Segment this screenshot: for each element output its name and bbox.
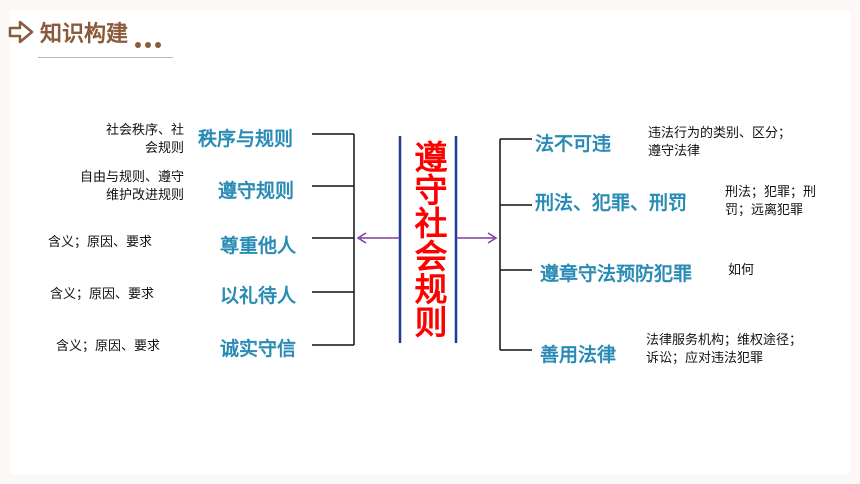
right-desc-2: 刑法；犯罪；刑 罚；远离犯罪: [725, 184, 835, 220]
left-desc-1: 社会秩序、社 会规则: [72, 122, 184, 158]
left-node-2: 遵守规则: [218, 180, 295, 202]
left-desc-4-line-1: 含义；原因、要求: [50, 287, 155, 302]
left-desc-3-line-1: 含义；原因、要求: [48, 235, 153, 250]
left-desc-5: 含义；原因、要求: [56, 338, 160, 356]
left-desc-2-line-1: 自由与规则、遵守: [79, 170, 184, 185]
right-desc-4-line-1: 法律服务机构；维权途径；: [646, 333, 803, 348]
left-node-5: 诚实守信: [220, 338, 297, 360]
left-node-4: 以礼待人: [220, 285, 297, 307]
center-topic: 遵守社会规则: [402, 140, 454, 338]
right-desc-2-line-1: 刑法；犯罪；刑: [725, 185, 817, 200]
right-desc-3: 如何: [728, 262, 754, 280]
section-header: 知识构建: [0, 14, 200, 58]
left-node-3: 尊重他人: [220, 235, 297, 257]
left-node-1: 秩序与规则: [198, 128, 294, 150]
left-desc-1-line-2: 会规则: [144, 141, 184, 156]
left-desc-4: 含义；原因、要求: [50, 286, 154, 304]
section-title: 知识构建: [40, 22, 129, 47]
left-desc-2-line-2: 维护改进规则: [105, 188, 184, 203]
right-desc-1: 违法行为的类别、区分； 遵守法律: [648, 125, 791, 161]
right-node-4: 善用法律: [540, 344, 617, 366]
left-desc-5-line-1: 含义；原因、要求: [56, 339, 161, 354]
right-desc-1-line-1: 违法行为的类别、区分；: [648, 126, 792, 141]
decorative-dots: [135, 42, 161, 48]
title-underline: [38, 57, 173, 58]
right-desc-4-line-2: 诉讼；应对违法犯罪: [646, 351, 764, 366]
right-desc-3-line-1: 如何: [728, 263, 755, 278]
right-node-3: 遵章守法预防犯罪: [540, 263, 693, 285]
right-desc-2-line-2: 罚；远离犯罪: [725, 203, 804, 218]
arrow-right-icon: [8, 20, 34, 44]
left-desc-2: 自由与规则、遵守 维护改进规则: [46, 169, 184, 205]
right-node-2: 刑法、犯罪、刑罚: [535, 192, 688, 214]
right-node-1: 法不可违: [535, 133, 612, 155]
left-desc-3: 含义；原因、要求: [48, 234, 152, 252]
slide: [10, 10, 850, 474]
right-desc-4: 法律服务机构；维权途径； 诉讼；应对违法犯罪: [646, 332, 802, 368]
right-desc-1-line-2: 遵守法律: [648, 144, 701, 159]
left-desc-1-line-1: 社会秩序、社: [105, 123, 184, 138]
center-title: 遵守社会规则: [409, 140, 448, 338]
